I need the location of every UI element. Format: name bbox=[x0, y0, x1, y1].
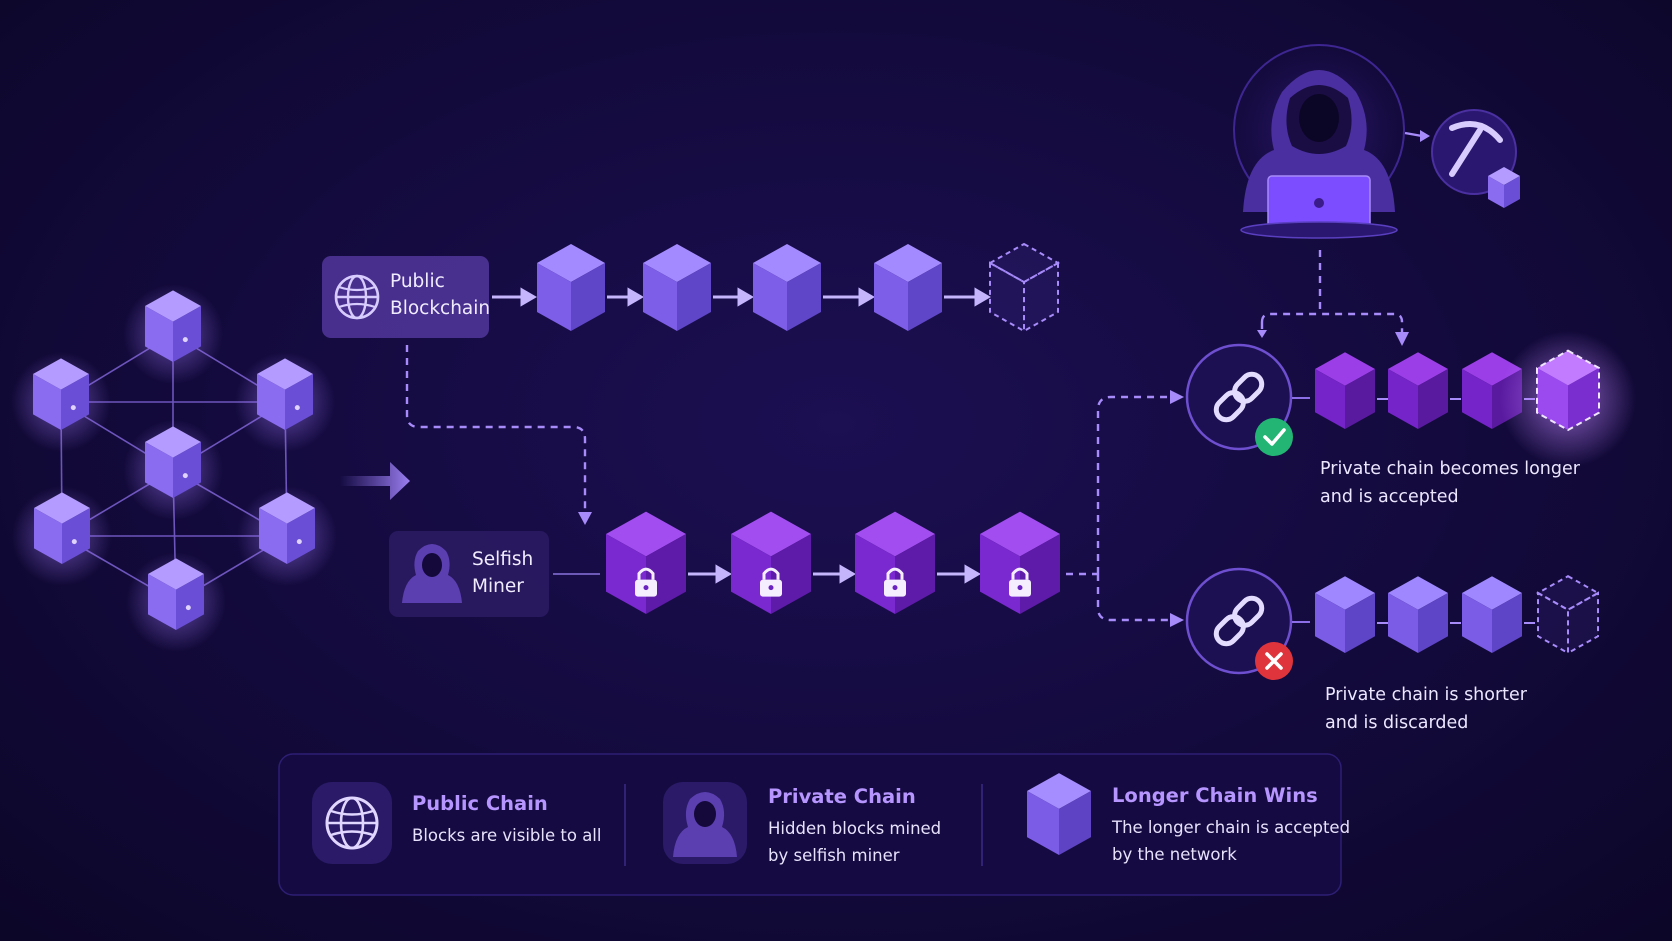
network-node-cube bbox=[259, 492, 315, 564]
discarded-caption-line2: and is discarded bbox=[1325, 713, 1469, 733]
legend-panel bbox=[278, 753, 1342, 896]
hooded-miner-icon bbox=[402, 544, 462, 603]
check-badge-icon bbox=[1255, 418, 1293, 456]
accepted-link-node bbox=[1185, 343, 1293, 456]
private-locked-block bbox=[980, 511, 1060, 614]
accepted-caption-line2: and is accepted bbox=[1320, 487, 1459, 507]
network-node-cube bbox=[257, 358, 313, 430]
accepted-block bbox=[1315, 352, 1375, 429]
discarded-caption: Private chain is shorter and is discarde… bbox=[1325, 681, 1527, 737]
winning-block bbox=[1499, 330, 1637, 468]
accepted-caption: Private chain becomes longer and is acce… bbox=[1320, 455, 1580, 511]
blockchain-network-graph bbox=[11, 284, 337, 652]
lock-icon bbox=[635, 567, 657, 597]
discarded-caption-line1: Private chain is shorter bbox=[1325, 685, 1528, 705]
private-locked-block bbox=[855, 511, 935, 614]
branch-dashed-lines bbox=[1066, 395, 1172, 622]
network-to-chains-arrow bbox=[340, 462, 410, 500]
mined-block-icon bbox=[1488, 167, 1520, 208]
network-node-cube bbox=[34, 492, 90, 564]
discarded-chain bbox=[1315, 575, 1601, 655]
selfish-miner-line1: Selfish bbox=[472, 549, 534, 570]
legend-miner-icon bbox=[663, 782, 747, 864]
discarded-block bbox=[1388, 576, 1448, 653]
public-block bbox=[643, 243, 711, 331]
legend-public-desc: Blocks are visible to all bbox=[412, 826, 602, 845]
discarded-link-node bbox=[1185, 567, 1293, 680]
public-chain bbox=[537, 242, 1061, 333]
public-blockchain-line1: Public bbox=[390, 271, 445, 292]
legend-longer-title: Longer Chain Wins bbox=[1112, 784, 1318, 807]
public-blockchain-line2: Blockchain bbox=[390, 298, 491, 319]
selfish-miner-box bbox=[389, 531, 549, 617]
x-badge-icon bbox=[1255, 642, 1293, 680]
lock-icon bbox=[1009, 567, 1031, 597]
accepted-chain bbox=[1315, 330, 1637, 468]
legend-private-desc1: Hidden blocks mined bbox=[768, 819, 942, 838]
network-node-cube bbox=[145, 290, 201, 362]
hacker-miner bbox=[1233, 44, 1405, 239]
globe-icon bbox=[325, 796, 379, 850]
orphan-block bbox=[1535, 575, 1601, 655]
globe-icon bbox=[334, 274, 380, 320]
legend-longer-desc1: The longer chain is accepted bbox=[1112, 818, 1351, 837]
network-node-cube bbox=[145, 426, 201, 498]
laptop-icon bbox=[1240, 175, 1398, 239]
network-node-cube bbox=[33, 358, 89, 430]
private-locked-block bbox=[731, 511, 811, 614]
accepted-block bbox=[1388, 352, 1448, 429]
legend-cube-icon bbox=[1027, 773, 1091, 855]
public-block bbox=[753, 243, 821, 331]
chain-link-icon bbox=[1213, 595, 1265, 647]
chain-link-icon bbox=[1213, 371, 1265, 423]
lock-icon bbox=[884, 567, 906, 597]
pending-block bbox=[987, 242, 1061, 333]
public-block bbox=[537, 243, 605, 331]
network-node-cube bbox=[148, 558, 204, 630]
selfish-miner-label: Selfish Miner bbox=[472, 546, 533, 600]
public-blockchain-box bbox=[322, 256, 489, 338]
hacker-dashed-line bbox=[1260, 250, 1404, 334]
legend-public-title: Public Chain bbox=[412, 792, 548, 815]
legend-private-desc2: by selfish miner bbox=[768, 846, 900, 865]
selfish-miner-line2: Miner bbox=[472, 576, 524, 597]
lock-icon bbox=[760, 567, 782, 597]
check-badge bbox=[1255, 418, 1293, 456]
private-locked-block bbox=[606, 511, 686, 614]
legend-private-title: Private Chain bbox=[768, 785, 916, 808]
public-block bbox=[874, 243, 942, 331]
hooded-miner-icon bbox=[673, 792, 737, 857]
discarded-block bbox=[1315, 576, 1375, 653]
discarded-block bbox=[1462, 576, 1522, 653]
cube-icon bbox=[1027, 773, 1091, 855]
legend-globe-icon bbox=[312, 782, 392, 864]
legend-longer-desc2: by the network bbox=[1112, 845, 1237, 864]
fork-dashed-line bbox=[405, 345, 587, 515]
private-chain bbox=[606, 511, 1060, 614]
accepted-caption-line1: Private chain becomes longer bbox=[1320, 459, 1580, 479]
public-blockchain-label: Public Blockchain bbox=[390, 268, 490, 322]
